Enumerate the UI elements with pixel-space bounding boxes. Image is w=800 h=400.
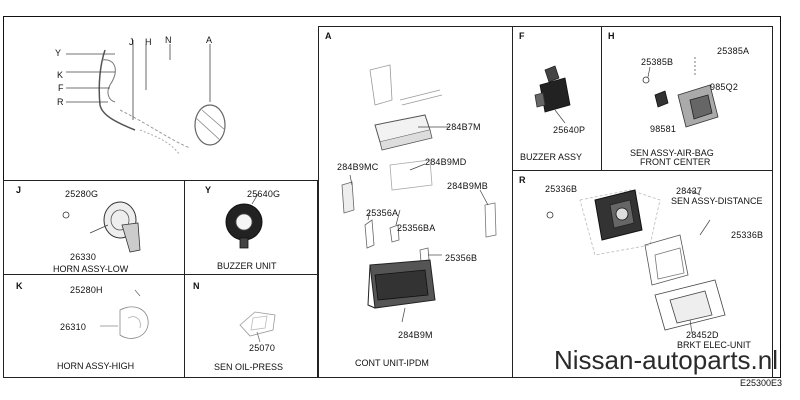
part-25280h: 25280H [70,285,103,295]
caption-horn-assy-low: HORN ASSY-LOW [53,264,129,274]
part-284b9md: 284B9MD [425,157,467,167]
part-26330: 26330 [70,252,97,262]
oil-pressure-sensor-drawing [239,311,276,343]
callout-j: J [129,37,134,47]
part-284b9m: 284B9M [398,330,433,340]
callout-k: K [57,70,64,80]
buzzer-unit-drawing [225,193,263,249]
panel-r-id: R [519,175,526,185]
part-25385a: 25385A [717,46,750,56]
part-25336b-right: 25336B [731,230,764,240]
callout-r: R [57,97,64,107]
part-28452d: 28452D [686,330,719,340]
panel-r: R [512,170,773,378]
caption-horn-assy-high: HORN ASSY-HIGH [57,361,135,371]
horn-low-drawing [62,201,141,253]
airbag-sensor-drawing [642,57,719,128]
part-26310: 26310 [60,322,87,332]
panel-a-id: A [325,31,332,41]
part-25280g: 25280G [65,189,99,199]
caption-sen-oil-press: SEN OIL-PRESS [214,362,284,372]
part-28437: 28437 [676,186,703,196]
overview-vehicle-sketch [66,40,226,156]
callout-h: H [145,37,152,47]
callout-f: F [58,83,64,93]
part-284b7m: 284B7M [446,122,481,132]
watermark-text: Nissan-autoparts.nl [554,345,778,375]
part-25640p: 25640P [553,125,586,135]
panel-f-id: F [519,31,525,41]
panel-h-id: H [608,31,615,41]
part-284b9mc: 284B9MC [337,162,379,172]
buzzer-assy-drawing [534,65,571,124]
diagram-code: E25300E3 [740,378,783,388]
panel-n: N [184,274,318,378]
caption-cont-unit-ipdm: CONT UNIT-IPDM [355,358,429,368]
callout-a: A [206,35,213,45]
part-985q2: 985Q2 [710,82,739,92]
caption-buzzer-unit: BUZZER UNIT [217,261,277,271]
part-25385b: 25385B [641,57,674,67]
part-25070: 25070 [249,343,276,353]
caption-sen-assy-air-bag: SEN ASSY-AIR-BAG [630,148,714,158]
caption-sen-assy-distance: SEN ASSY-DISTANCE [671,196,763,206]
part-284b9mb: 284B9MB [447,181,488,191]
callout-n: N [165,35,172,45]
caption-buzzer-assy: BUZZER ASSY [520,152,583,162]
part-98581: 98581 [650,124,677,134]
panel-n-id: N [193,281,200,291]
part-25356a: 25356A [366,208,399,218]
part-25640g: 25640G [247,189,281,199]
caption-brkt-elec-unit: BRKT ELEC-UNIT [677,340,751,350]
part-25356b: 25356B [445,253,478,263]
horn-high-drawing [100,289,149,339]
panel-y-id: Y [205,185,212,195]
distance-sensor-drawing [546,189,726,334]
panel-j-id: J [16,185,22,195]
caption-front-center: FRONT CENTER [640,157,711,167]
panel-k-id: K [16,281,23,291]
ipdm-components-drawing [341,64,497,323]
part-25356ba: 25356BA [397,223,436,233]
callout-y: Y [55,48,62,58]
part-25336b-left: 25336B [545,184,578,194]
